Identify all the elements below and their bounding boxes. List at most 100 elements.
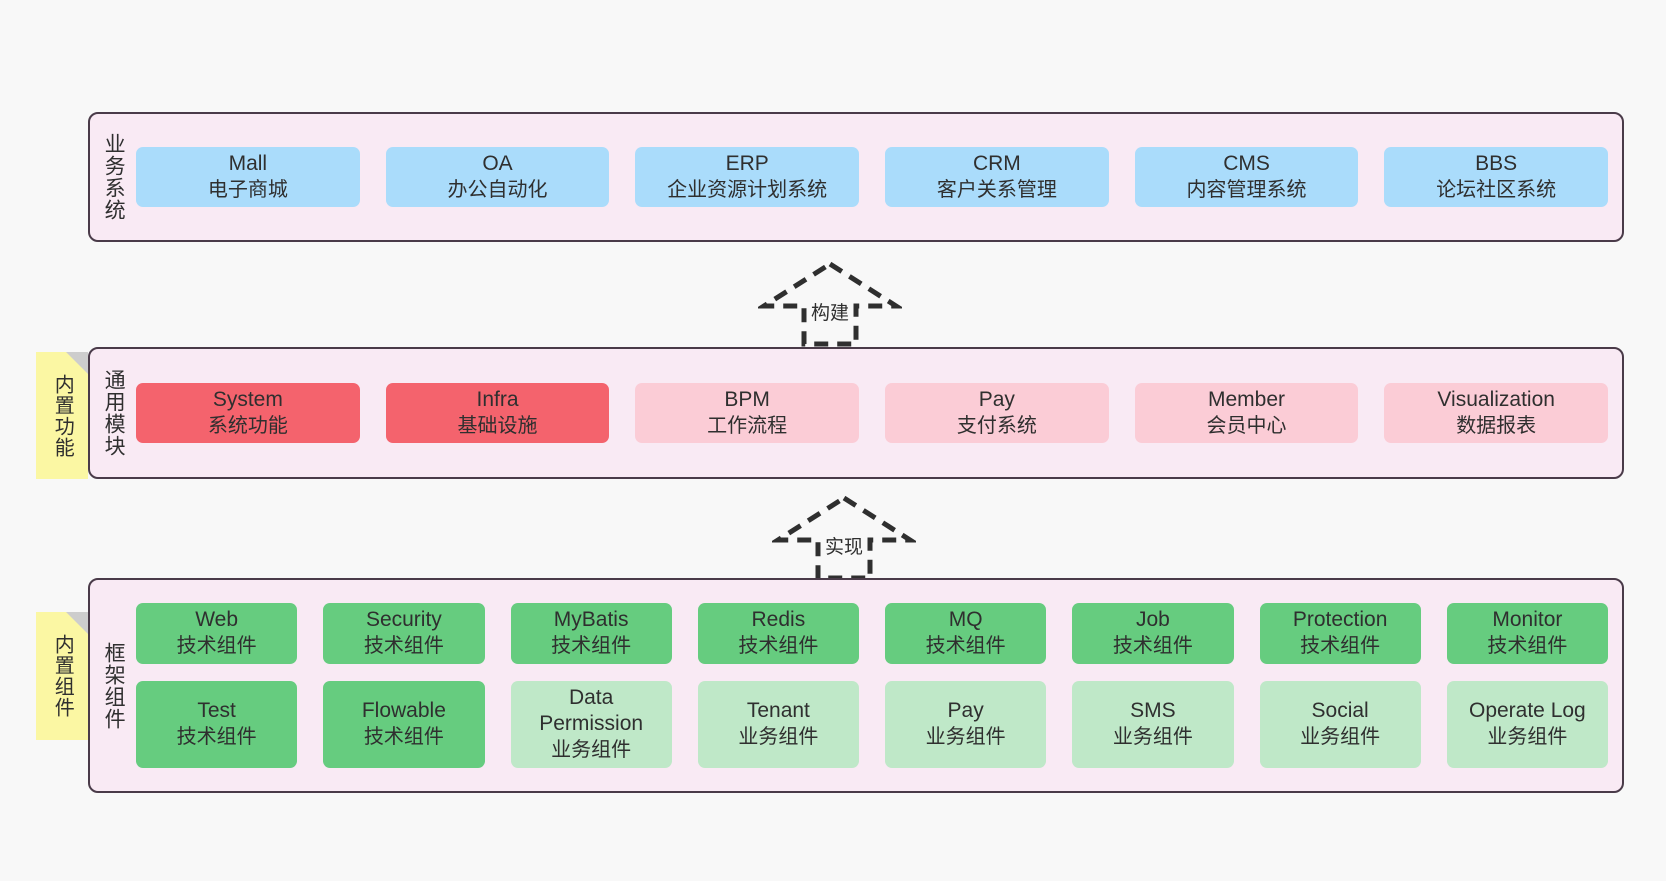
card-mall[interactable]: Mall 电子商城 (136, 146, 360, 208)
card-title: BBS (1475, 151, 1518, 175)
card-title: Operate Log (1468, 699, 1586, 722)
card-subtitle: 技术组件 (925, 634, 1006, 657)
card-member[interactable]: Member 会员中心 (1134, 382, 1359, 444)
card-title: Data Permission (539, 685, 644, 736)
card-subtitle: 客户关系管理 (936, 178, 1057, 201)
card-tenant[interactable]: Tenant 业务组件 (697, 680, 859, 768)
card-subtitle: 电子商城 (207, 178, 288, 201)
card-subtitle: 技术组件 (1300, 634, 1381, 657)
card-web[interactable]: Web 技术组件 (136, 603, 298, 664)
card-title: Pay (978, 387, 1015, 411)
card-oa[interactable]: OA 办公自动化 (385, 146, 610, 208)
card-subtitle: 业务组件 (551, 739, 632, 762)
card-title: Redis (751, 608, 806, 632)
card-title: Infra (476, 387, 519, 411)
card-title: System (212, 387, 283, 411)
layer-business-system: 业务系统 Mall 电子商城 OA 办公自动化 ERP 企业资源计划系统 CRM… (88, 112, 1624, 242)
card-subtitle: 系统功能 (207, 414, 288, 437)
card-title: SMS (1130, 699, 1176, 722)
card-subtitle: 论坛社区系统 (1436, 178, 1557, 201)
layer-common-module: 通用模块 System 系统功能 Infra 基础设施 BPM 工作流程 Pay… (88, 347, 1624, 479)
card-erp[interactable]: ERP 企业资源计划系统 (635, 146, 860, 208)
layer-title-framework-component: 框架组件 (102, 641, 126, 730)
card-monitor[interactable]: Monitor 技术组件 (1446, 603, 1608, 664)
card-redis[interactable]: Redis 技术组件 (697, 603, 859, 664)
uml-generalization-arrow-icon (758, 261, 902, 347)
connector-implement: 实现 (772, 492, 916, 582)
uml-generalization-arrow-icon (772, 495, 916, 581)
card-row: Web 技术组件 Security 技术组件 MyBatis 技术组件 Redi… (136, 603, 1608, 664)
card-pay-business[interactable]: Pay 业务组件 (885, 680, 1047, 768)
layer-title-business-system: 业务系统 (102, 133, 126, 221)
card-subtitle: 技术组件 (176, 634, 257, 657)
connector-label: 构建 (810, 303, 849, 324)
layer-body-common-module: System 系统功能 Infra 基础设施 BPM 工作流程 Pay 支付系统… (136, 349, 1622, 477)
card-title: Flowable (361, 699, 446, 722)
card-title: Protection (1292, 608, 1388, 632)
card-cms[interactable]: CMS 内容管理系统 (1134, 146, 1359, 208)
card-system[interactable]: System 系统功能 (136, 382, 360, 444)
card-title: Test (197, 699, 236, 722)
card-subtitle: 内容管理系统 (1186, 178, 1307, 201)
card-operate-log[interactable]: Operate Log 业务组件 (1446, 680, 1608, 768)
card-subtitle: 技术组件 (1112, 634, 1193, 657)
card-protection[interactable]: Protection 技术组件 (1259, 603, 1421, 664)
card-title: Pay (947, 699, 984, 722)
card-subtitle: 技术组件 (363, 725, 444, 748)
card-bpm[interactable]: BPM 工作流程 (635, 382, 860, 444)
card-social[interactable]: Social 业务组件 (1259, 680, 1421, 768)
card-infra[interactable]: Infra 基础设施 (385, 382, 610, 444)
card-sms[interactable]: SMS 业务组件 (1072, 680, 1234, 768)
card-mybatis[interactable]: MyBatis 技术组件 (510, 603, 672, 664)
card-visualization[interactable]: Visualization 数据报表 (1384, 382, 1609, 444)
card-subtitle: 办公自动化 (447, 178, 548, 201)
card-title: Mall (228, 151, 268, 175)
card-subtitle: 业务组件 (1487, 725, 1568, 748)
card-crm[interactable]: CRM 客户关系管理 (885, 146, 1109, 208)
card-title: BPM (724, 387, 770, 411)
card-row: Test 技术组件 Flowable 技术组件 Data Permission … (136, 680, 1608, 768)
card-security[interactable]: Security 技术组件 (323, 603, 485, 664)
card-title: CRM (972, 151, 1021, 175)
note-builtin-feature: 内置功能 (36, 352, 88, 479)
card-subtitle: 技术组件 (363, 634, 444, 657)
card-title: Tenant (746, 699, 810, 722)
card-row: Mall 电子商城 OA 办公自动化 ERP 企业资源计划系统 CRM 客户关系… (136, 146, 1609, 208)
card-title: Visualization (1437, 387, 1555, 411)
card-subtitle: 企业资源计划系统 (667, 178, 828, 201)
card-title: Member (1208, 387, 1286, 411)
card-title: MQ (948, 608, 983, 632)
card-subtitle: 业务组件 (1112, 725, 1193, 748)
card-subtitle: 数据报表 (1456, 414, 1537, 437)
card-title: Social (1311, 699, 1369, 722)
card-data-permission[interactable]: Data Permission 业务组件 (510, 680, 672, 768)
card-subtitle: 业务组件 (738, 725, 819, 748)
card-flowable[interactable]: Flowable 技术组件 (323, 680, 485, 768)
card-subtitle: 工作流程 (707, 414, 788, 437)
card-title: CMS (1223, 151, 1270, 175)
card-title: Web (195, 608, 239, 632)
card-subtitle: 技术组件 (738, 634, 819, 657)
layer-title-common-module: 通用模块 (102, 369, 126, 457)
card-subtitle: 技术组件 (551, 634, 632, 657)
layer-body-framework-component: Web 技术组件 Security 技术组件 MyBatis 技术组件 Redi… (136, 580, 1622, 791)
connector-label: 实现 (824, 537, 863, 558)
card-pay[interactable]: Pay 支付系统 (885, 382, 1109, 444)
note-label: 内置组件 (51, 634, 74, 718)
card-mq[interactable]: MQ 技术组件 (885, 603, 1047, 664)
note-builtin-component: 内置组件 (36, 612, 88, 740)
card-title: Job (1135, 608, 1170, 632)
connector-build: 构建 (758, 258, 902, 348)
card-title: OA (482, 151, 513, 175)
card-bbs[interactable]: BBS 论坛社区系统 (1384, 146, 1609, 208)
card-test[interactable]: Test 技术组件 (136, 680, 298, 768)
card-job[interactable]: Job 技术组件 (1072, 603, 1234, 664)
note-label: 内置功能 (51, 373, 74, 458)
card-title: Security (365, 608, 442, 632)
card-title: Monitor (1492, 608, 1563, 632)
card-subtitle: 技术组件 (176, 725, 257, 748)
card-subtitle: 业务组件 (1300, 725, 1381, 748)
card-title: ERP (725, 151, 769, 175)
layer-body-business-system: Mall 电子商城 OA 办公自动化 ERP 企业资源计划系统 CRM 客户关系… (136, 114, 1622, 240)
